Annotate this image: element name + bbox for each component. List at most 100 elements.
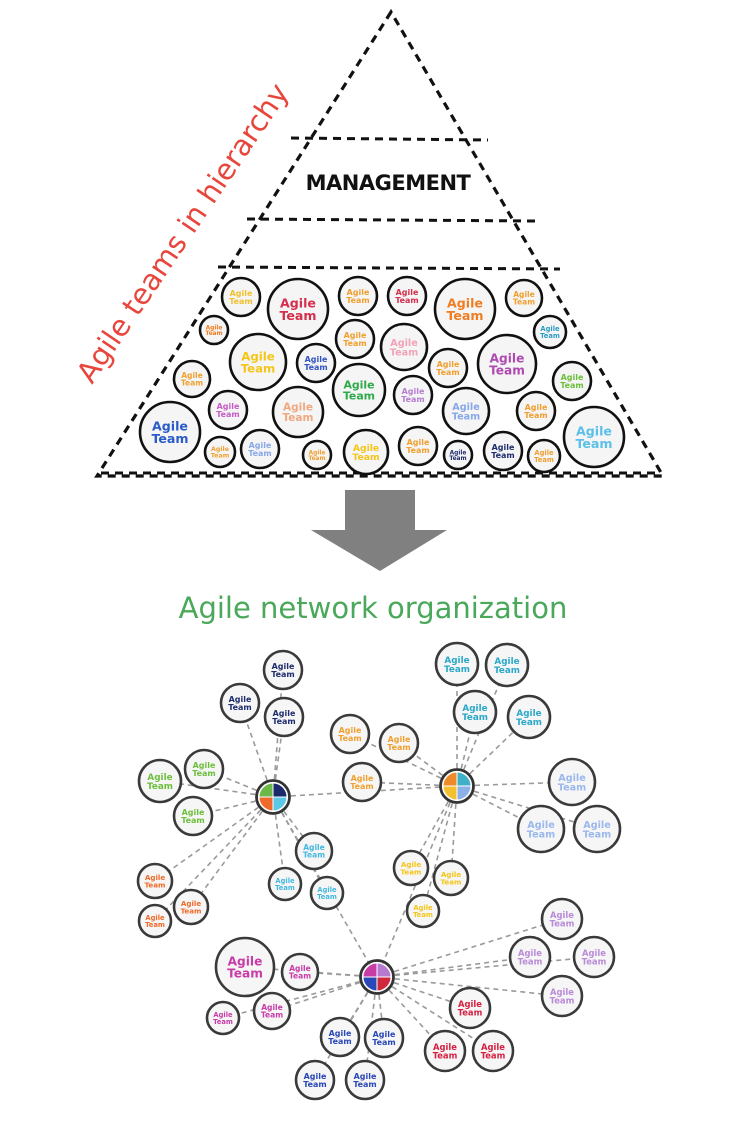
team-circle [506, 694, 552, 740]
team-label-line2: Team [338, 734, 361, 743]
team-label-line1: Agile [249, 441, 272, 450]
team-circle [138, 400, 202, 464]
hub-ring [359, 959, 395, 995]
team-label-line2: Team [583, 830, 611, 841]
team-label-line1: Agile [540, 325, 560, 333]
team-label-line1: Agile [145, 914, 165, 922]
team-circle [172, 359, 212, 399]
team-label-line2: Team [494, 666, 520, 676]
team-link [376, 976, 563, 997]
team-circle [344, 1059, 386, 1101]
team-label-line1: Agile [329, 1029, 352, 1038]
team-circle [423, 1029, 467, 1073]
team-circle [379, 322, 429, 372]
team-circle [207, 389, 249, 431]
team-label-line1: Agile [354, 1072, 377, 1081]
team-circle [203, 435, 237, 469]
team-label-line1: Agile [272, 662, 295, 671]
team-label-line1: Agile [229, 695, 252, 704]
team-label-line2: Team [540, 332, 560, 340]
team-label-line2: Team [350, 782, 373, 791]
team-label-line2: Team [441, 877, 462, 886]
team-label-line1: Agile [303, 843, 325, 852]
team-label-line1: Agile [228, 955, 263, 969]
team-label-line1: Agile [396, 288, 419, 297]
network-teams: AgileTeamAgileTeamAgileTeamAgileTeamAgil… [136, 641, 622, 1101]
team-label-line1: Agile [513, 290, 535, 299]
team-circle [228, 332, 288, 392]
team-circle [262, 649, 304, 691]
pyramid-outline [94, 8, 666, 478]
team-label-line2: Team [229, 297, 252, 306]
team-label-line2: Team [462, 713, 488, 723]
team-circle [220, 276, 262, 318]
team-label-line2: Team [192, 769, 215, 778]
team-link [456, 785, 542, 830]
team-label-line1: Agile [452, 402, 480, 413]
team-label-line2: Team [271, 670, 294, 679]
hub-ring [439, 768, 475, 804]
team-label-line2: Team [491, 451, 514, 460]
team-label-line2: Team [387, 743, 410, 752]
team-label-line1: Agile [241, 350, 275, 364]
team-label-line1: Agile [401, 860, 421, 869]
team-circle [342, 428, 390, 476]
team-label-line2: Team [216, 410, 239, 419]
team-label-line2: Team [558, 783, 586, 794]
team-label-line1: Agile [558, 773, 586, 784]
team-label-line2: Team [227, 967, 263, 981]
team-label-line1: Agile [193, 761, 216, 770]
management-tier-label: MANAGEMENT [306, 171, 472, 195]
team-link [159, 780, 274, 798]
team-label-line2: Team [524, 411, 547, 420]
team-label-line1: Agile [182, 808, 205, 817]
team-circle [427, 347, 469, 389]
hub-2 [439, 768, 475, 804]
team-label-line2: Team [272, 717, 295, 726]
team-label-line1: Agile [273, 709, 296, 718]
team-circle [392, 849, 430, 887]
team-label-line2: Team [343, 390, 375, 403]
team-circle [508, 935, 552, 979]
team-label-line2: Team [275, 884, 295, 892]
team-label-line2: Team [527, 830, 555, 841]
team-circle [482, 430, 524, 472]
team-label-line2: Team [575, 436, 612, 451]
team-circle [331, 362, 387, 418]
team-circle [295, 342, 337, 384]
team-label-line1: Agile [213, 1011, 233, 1019]
team-circle [442, 439, 474, 471]
team-circle [263, 696, 305, 738]
team-circle [378, 722, 420, 764]
team-label-line1: Agile [283, 402, 313, 414]
team-circle [137, 758, 183, 804]
team-label-line1: Agile [550, 910, 574, 920]
team-label-line2: Team [444, 665, 470, 675]
team-label-line2: Team [413, 911, 433, 919]
